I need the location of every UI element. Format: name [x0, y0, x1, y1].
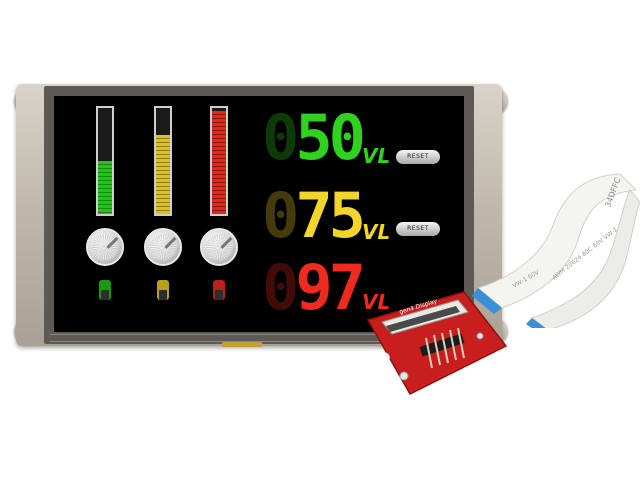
ribbon-tip-blue-2: [526, 318, 546, 328]
digital-readout-1: 050: [262, 107, 366, 169]
readout-value: 50: [295, 101, 366, 174]
reset-button-2[interactable]: RESET: [396, 222, 440, 236]
readout-unit: VL: [362, 144, 391, 168]
adapter-board: gen4 Display: [366, 291, 508, 395]
readout-leading-digit: 0: [262, 101, 299, 174]
led-indicator-red: [213, 280, 225, 300]
lcd-screen: 050 VL RESET 075 VL RESET 097 VL: [54, 96, 464, 332]
led-indicator-green: [99, 280, 111, 300]
ribbon-tip-blue-1: [472, 288, 502, 314]
touch-flex-tail: [222, 342, 262, 347]
bar-gauge-fill: [98, 161, 112, 214]
ribbon-cable: AWM 20624 80C 60V VW-1 VW-1 60V 34DFFC: [472, 173, 640, 328]
bar-gauge-fill: [212, 111, 226, 214]
rotary-knob-3[interactable]: [200, 228, 238, 266]
readout-value: 75: [295, 179, 366, 252]
readout-unit: VL: [362, 220, 391, 244]
bar-gauge-fill: [156, 134, 170, 214]
ribbon-strip-front: [530, 189, 640, 328]
pin-header: [419, 327, 465, 369]
fpc-connector-slot: [386, 306, 460, 332]
touch-panel-trace: [50, 334, 468, 342]
led-indicator-yellow: [157, 280, 169, 300]
digital-readout-2: 075: [262, 185, 366, 247]
readout-leading-digit: 0: [262, 179, 299, 252]
bar-gauge-2: [154, 106, 172, 216]
ribbon-strip-back: [476, 173, 638, 309]
reset-button-1[interactable]: RESET: [396, 150, 440, 164]
bar-gauge-3: [210, 106, 228, 216]
bar-gauge-1: [96, 106, 114, 216]
rotary-knob-1[interactable]: [86, 228, 124, 266]
rotary-knob-2[interactable]: [144, 228, 182, 266]
readout-value: 97: [295, 251, 366, 324]
mount-hole: [476, 332, 484, 340]
readout-unit: VL: [362, 290, 391, 314]
readout-leading-digit: 0: [262, 251, 299, 324]
mount-hole: [399, 371, 409, 381]
digital-readout-3: 097: [262, 257, 366, 319]
board-logo: [378, 352, 390, 364]
